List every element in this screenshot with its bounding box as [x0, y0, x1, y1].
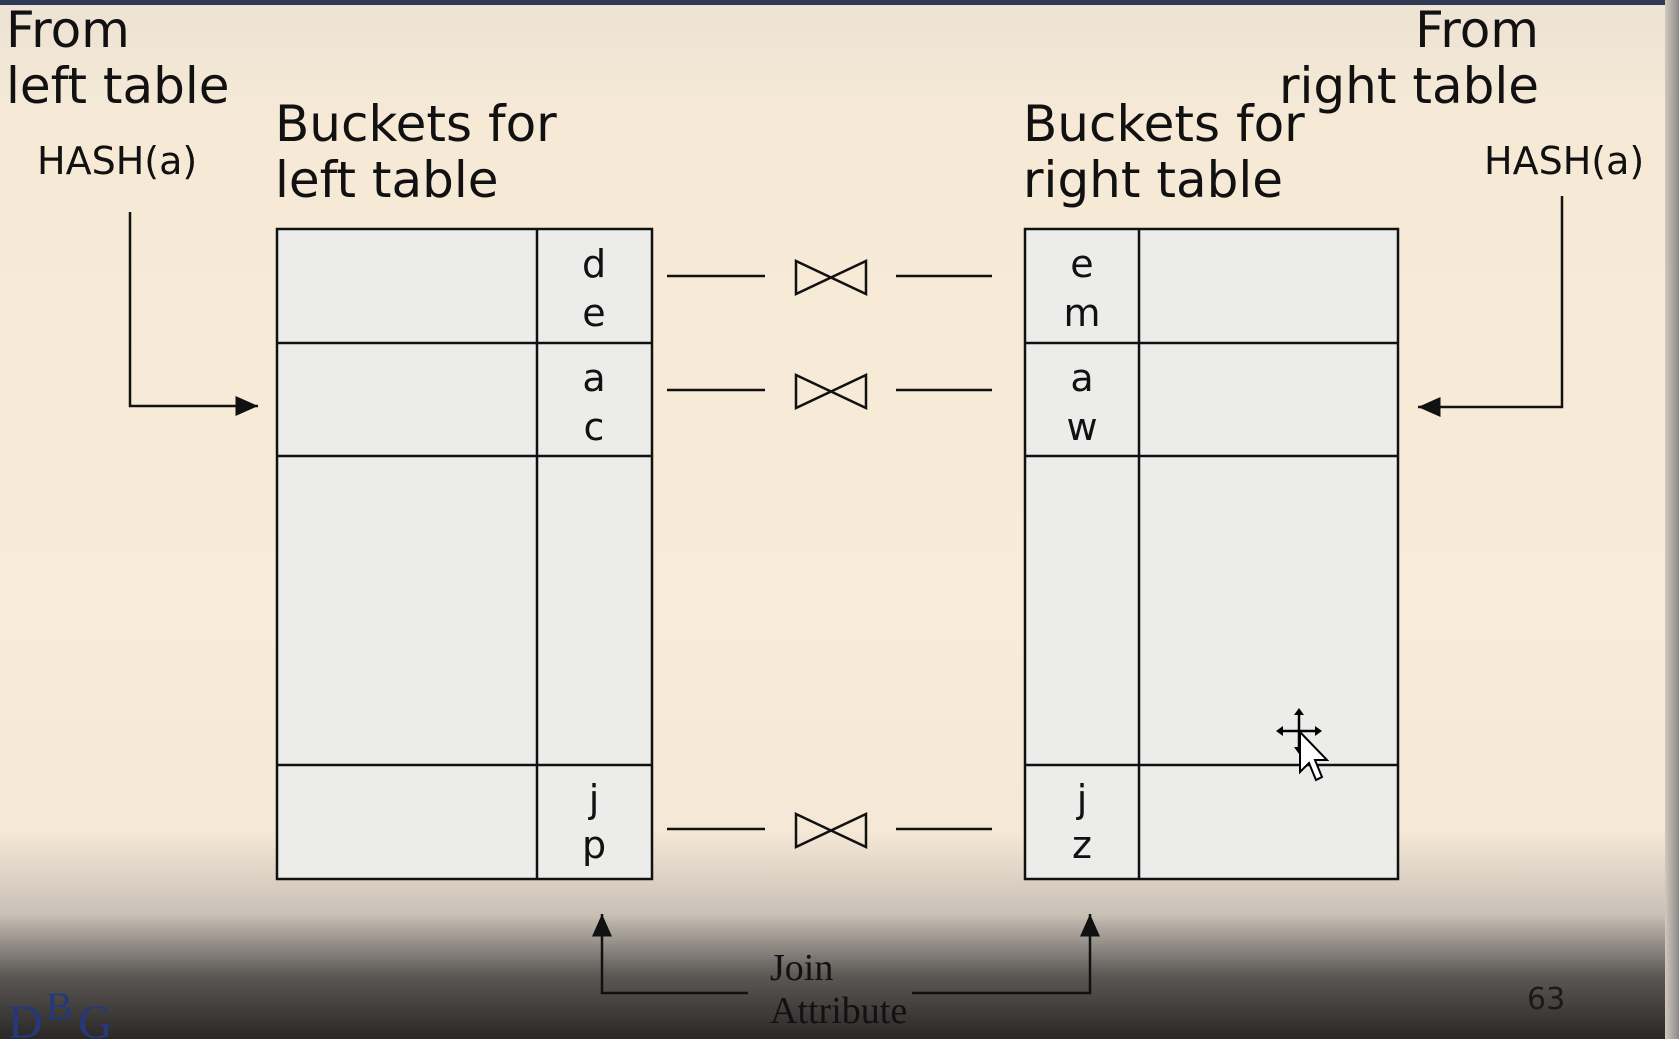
- hash-left-label: HASH(a): [37, 139, 198, 183]
- right-bucket-1-key-1: w: [1066, 405, 1097, 449]
- buckets-left-title: Buckets for left table: [275, 95, 557, 209]
- left-bucket-3-key-0: j: [588, 777, 600, 821]
- left-bucket-1-key-0: a: [582, 356, 605, 400]
- hash-right-label: HASH(a): [1484, 139, 1645, 183]
- top-edge-bar: [0, 0, 1679, 5]
- page-number: 63: [1527, 982, 1566, 1017]
- from-right-table-label: From right table: [1278, 1, 1539, 115]
- dbg-logo: D B G: [8, 985, 113, 1039]
- arrow-cursor-icon: [1299, 729, 1330, 782]
- join-attribute-label: Join Attribute: [770, 947, 908, 1032]
- right-bucket-3-key-0: j: [1076, 777, 1088, 821]
- join-attribute-arrow-left: [592, 914, 748, 995]
- right-hash-arrow: [1418, 196, 1564, 417]
- left-hash-arrow: [128, 212, 258, 416]
- join-connector-row-0: [667, 259, 992, 296]
- from-left-table-label: From left table: [6, 1, 230, 115]
- join-connector-row-1: [667, 373, 992, 410]
- join-bowtie-icon: [794, 812, 868, 849]
- left-bucket-3-key-1: p: [582, 823, 606, 867]
- window-right-edge: [1665, 0, 1679, 1039]
- join-connector-row-3: [667, 812, 992, 849]
- right-bucket-1-key-0: a: [1070, 356, 1093, 400]
- join-attribute-arrow-right: [912, 914, 1100, 995]
- left-bucket-0-key-0: d: [582, 242, 606, 286]
- right-bucket-0-key-1: m: [1063, 291, 1100, 335]
- left-bucket-1-key-1: c: [584, 405, 605, 449]
- left-buckets-table: d e a c j p: [275, 227, 654, 881]
- right-bucket-3-key-1: z: [1072, 823, 1092, 867]
- buckets-right-title: Buckets for right table: [1023, 95, 1305, 209]
- join-bowtie-icon: [794, 259, 868, 296]
- join-bowtie-icon: [794, 373, 868, 410]
- left-bucket-0-key-1: e: [582, 291, 605, 335]
- right-bucket-0-key-0: e: [1070, 242, 1093, 286]
- right-buckets-table: e m a w j z: [1023, 227, 1400, 881]
